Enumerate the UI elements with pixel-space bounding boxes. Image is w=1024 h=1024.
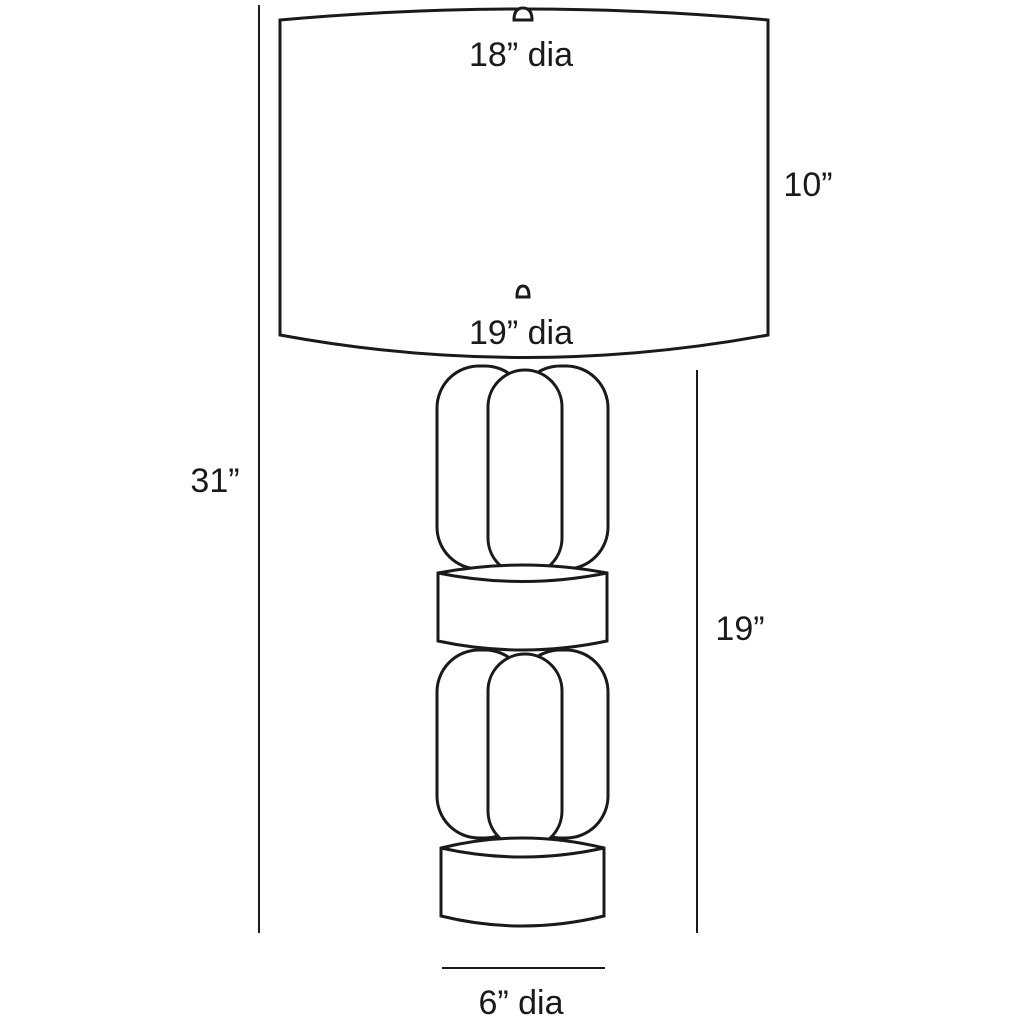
lower-lobe-center <box>486 652 564 850</box>
shade-top-diameter-label: 18” dia <box>469 36 573 74</box>
middle-collar-top-arc <box>436 571 609 583</box>
base-height-label: 19” <box>715 610 764 648</box>
base-cylinder <box>439 836 606 928</box>
finial-icon <box>512 6 534 22</box>
shade-height-label: 10” <box>783 166 832 204</box>
lamp-body <box>435 364 610 928</box>
base-cylinder-top-arc <box>439 846 606 859</box>
harp-bulb-icon <box>515 284 531 299</box>
shade-bottom-diameter-label: 19” dia <box>469 314 573 352</box>
base-diameter-label: 6” dia <box>478 984 563 1022</box>
shade-drum <box>278 7 770 359</box>
lamp-shade <box>278 6 770 359</box>
overall-height-label: 31” <box>190 462 239 500</box>
middle-collar <box>436 563 609 652</box>
upper-lobe-center <box>486 368 564 577</box>
